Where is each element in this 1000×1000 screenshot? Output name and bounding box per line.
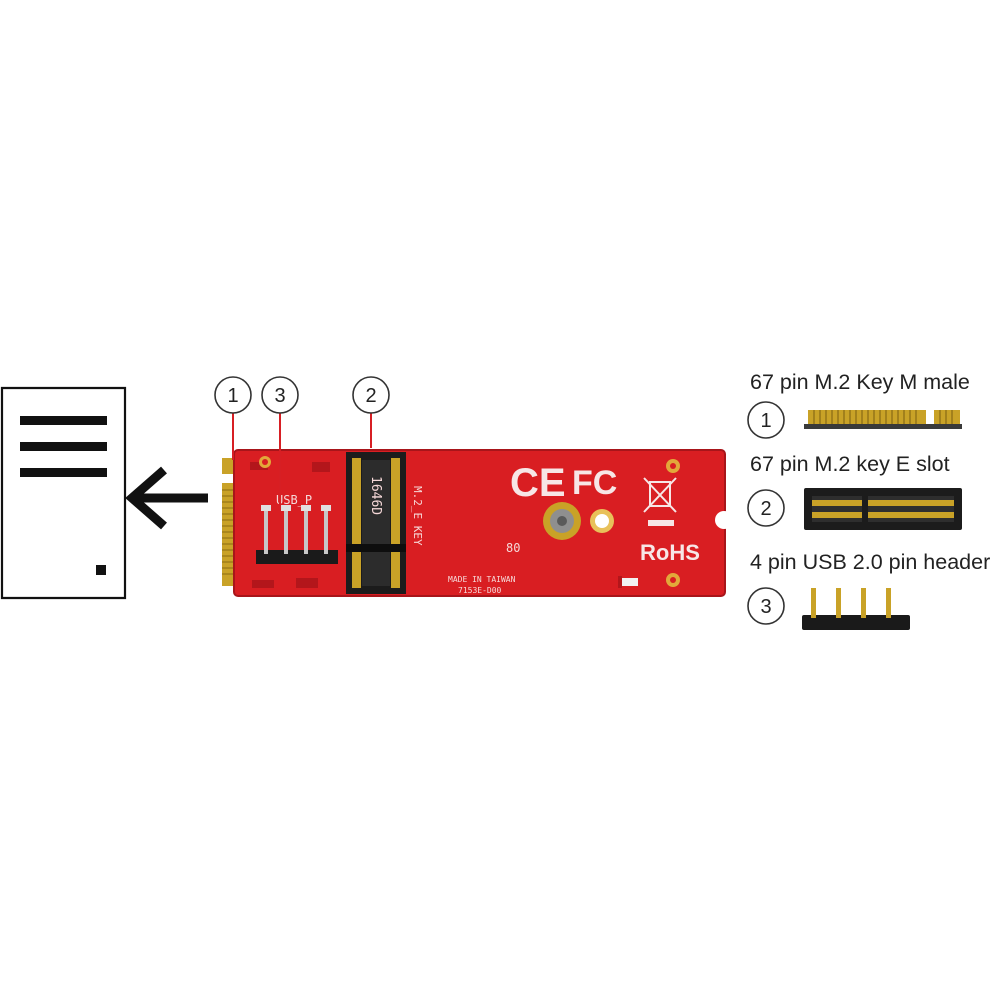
arrow-left-icon — [125, 466, 208, 530]
usb-pin-header — [256, 505, 338, 564]
legend: 67 pin M.2 Key M male 1 67 pin M.2 ke — [747, 370, 990, 630]
callout-number: 1 — [227, 385, 238, 407]
made-in-label: MADE IN TAIWAN — [448, 575, 516, 584]
callout-1: 1 — [214, 376, 252, 460]
pin-header-icon — [802, 588, 910, 630]
legend-label-1: 67 pin M.2 Key M male — [750, 370, 970, 394]
legend-number-1: 1 — [760, 410, 771, 432]
part-number-label: 7153E-D00 — [458, 586, 502, 595]
m2-edge-connector-icon — [804, 410, 962, 429]
ce-mark: CE — [510, 461, 566, 505]
slot-part-number: 1646D — [368, 476, 383, 515]
slot-label: M.2_E KEY — [411, 486, 424, 546]
mounting-screw — [543, 502, 581, 540]
weee-icon — [643, 477, 677, 513]
m2-slot-icon — [804, 488, 962, 530]
callout-number: 3 — [274, 385, 285, 407]
callout-2: 2 — [352, 376, 390, 448]
callout-3: 3 — [261, 376, 299, 512]
callout-number: 2 — [365, 385, 376, 407]
legend-label-3: 4 pin USB 2.0 pin header — [750, 550, 990, 574]
fcc-mark: FC — [572, 464, 617, 502]
document-icon — [0, 386, 127, 600]
usb-header-label: USB_P — [276, 493, 312, 507]
rohs-mark: RoHS — [640, 540, 700, 565]
legend-label-2: 67 pin M.2 key E slot — [750, 452, 950, 476]
legend-number-3: 3 — [760, 596, 771, 618]
legend-number-2: 2 — [760, 498, 771, 520]
m2-key-e-slot — [346, 452, 406, 594]
small-code: 80 — [506, 541, 520, 555]
m2-adapter-board: USB_P 1646D M.2_E KEY CE FC RoHS — [220, 449, 733, 597]
